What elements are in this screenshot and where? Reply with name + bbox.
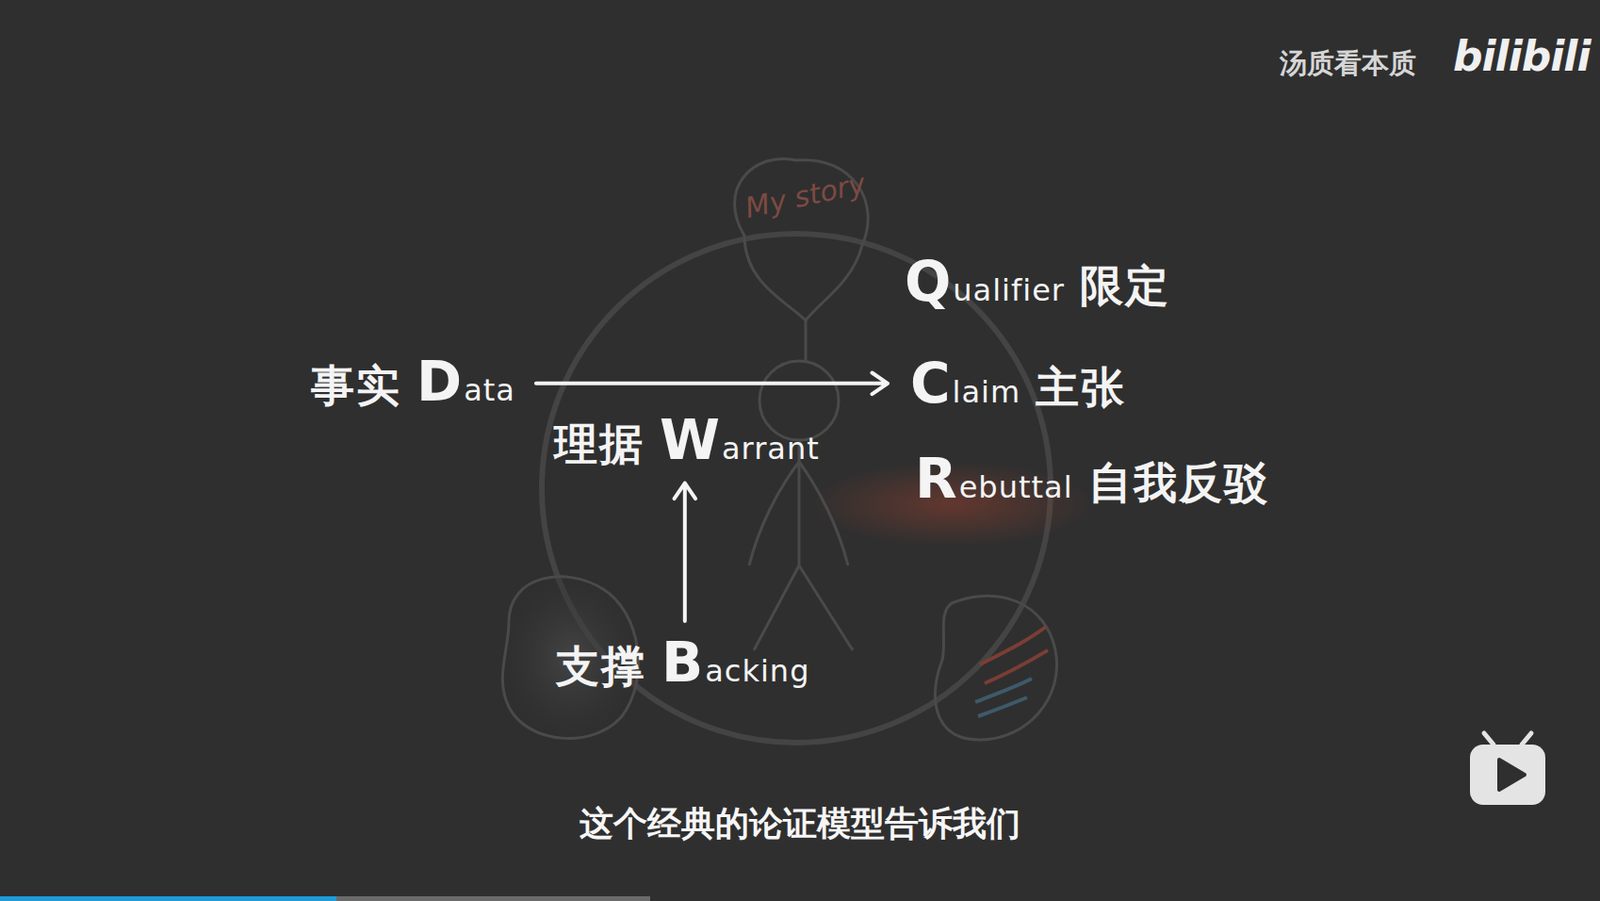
play-icon: [1469, 733, 1546, 805]
inference-arrow: [536, 373, 888, 395]
inference-arrow: [674, 483, 697, 621]
argument-term: 理据 Warrant: [554, 408, 820, 474]
cell-drawing: [502, 576, 1057, 740]
argument-term: Claim 主张: [910, 351, 1127, 418]
site-logo: bilibili: [1453, 32, 1590, 81]
argument-term: Qualifier 限定: [904, 249, 1171, 316]
subtitle-caption: 这个经典的论证模型告诉我们: [0, 802, 1600, 844]
argument-term: Rebuttal 自我反驳: [914, 446, 1270, 513]
english-term: Qualifier: [904, 249, 1065, 316]
english-term: Backing: [661, 630, 810, 697]
chinese-term: 主张: [1035, 361, 1127, 414]
chinese-term: 理据: [554, 418, 645, 471]
chinese-term: 事实: [310, 359, 402, 412]
english-term: Claim: [910, 351, 1021, 418]
argument-term: 事实 Data: [310, 349, 516, 416]
chinese-term: 自我反驳: [1088, 457, 1270, 509]
chinese-term: 限定: [1079, 260, 1171, 312]
progress-played: [0, 896, 337, 901]
chinese-term: 支撑: [555, 640, 647, 693]
english-term: Warrant: [659, 408, 820, 474]
english-term: Data: [416, 349, 516, 416]
argument-term: 支撑 Backing: [555, 630, 810, 697]
stick-figure: [734, 158, 869, 651]
channel-watermark: 汤质看本质: [1279, 45, 1417, 83]
illustration-note: My story: [742, 166, 868, 225]
english-term: Rebuttal: [914, 446, 1074, 513]
